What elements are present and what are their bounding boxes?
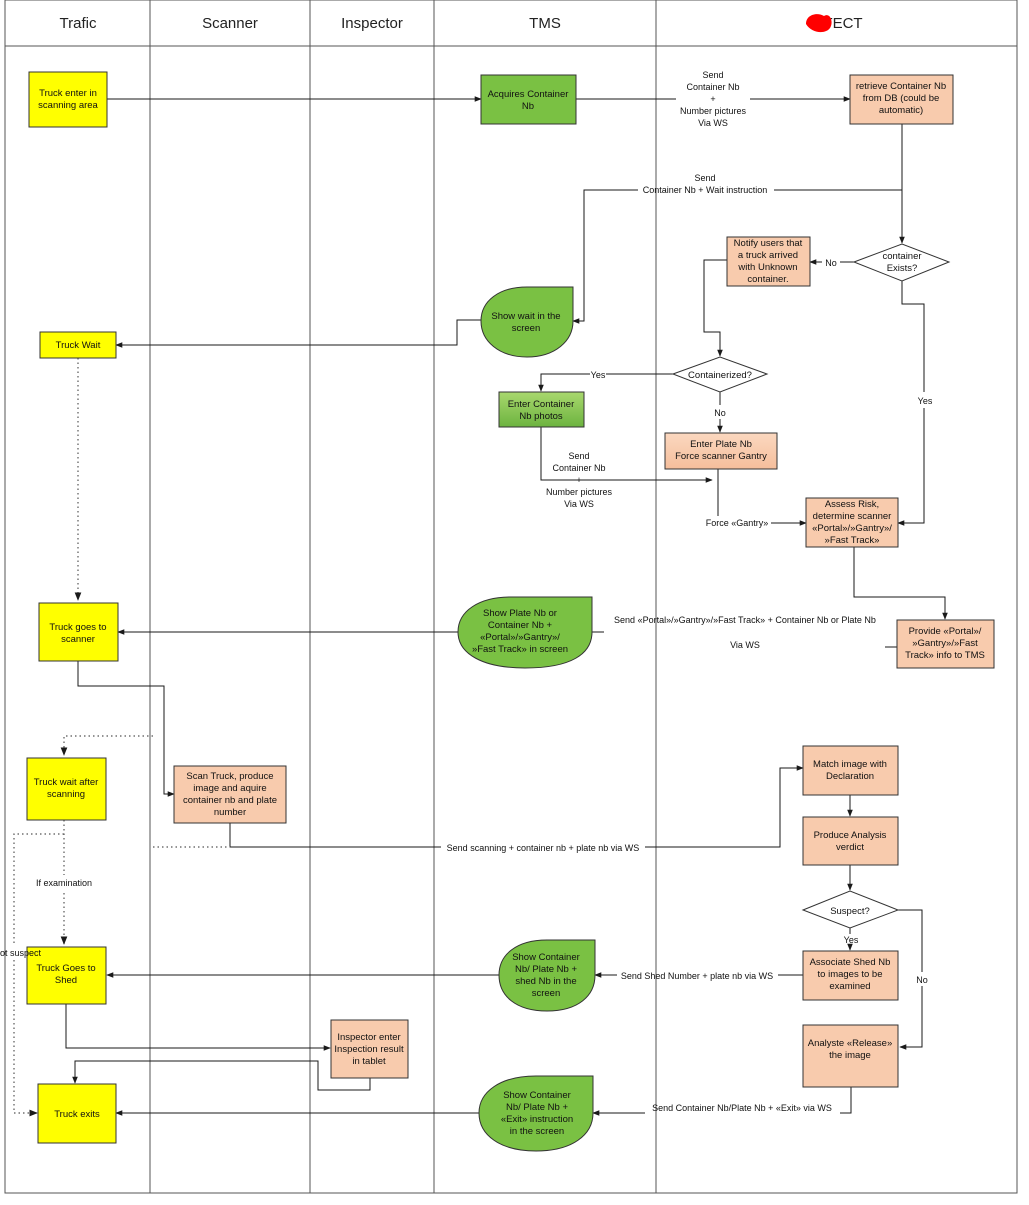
node-scan-truck (173, 765, 287, 824)
edge-label-no2: No (714, 408, 726, 418)
lane-frame (4, 0, 1018, 1194)
node-provide (896, 619, 995, 669)
node-truck-exits (37, 1083, 117, 1144)
lane-title-scanner: Scanner (202, 15, 258, 32)
edge-label-send-portal: Send «Portal»/»Gantry»/»Fast Track» + Co… (614, 615, 876, 625)
node-associate (802, 950, 899, 1001)
edge-label-send-scanning: Send scanning + container nb + plate nb … (447, 843, 640, 853)
lane-title-tect: TECT (823, 15, 862, 32)
node-enter-container (498, 391, 585, 428)
node-containerized (671, 356, 769, 393)
node-truck-wait-after (26, 757, 107, 821)
label-suspect: Suspect? (830, 906, 870, 917)
label-truck-wait: Truck Wait (56, 340, 101, 351)
node-suspect (801, 890, 900, 929)
node-show-container-exit (478, 1075, 594, 1152)
edge-label-no1: No (825, 258, 837, 268)
node-retrieve (849, 74, 954, 125)
label-containerized: Containerized? (688, 370, 752, 381)
node-show-wait (480, 286, 574, 358)
lane-title-trafic: Trafic (60, 15, 97, 32)
edge-label-yes3: Yes (844, 935, 859, 945)
node-truck-goes-shed (26, 946, 107, 1005)
connectors (65, 96, 948, 1116)
node-show-plate (457, 596, 593, 669)
node-truck-enter (28, 71, 108, 128)
label-analyste: Analyste «Release»the image (808, 1038, 893, 1061)
edge-label-via-ws: Via WS (730, 640, 760, 650)
edge-label-yes1: Yes (918, 396, 933, 406)
node-enter-plate (664, 432, 778, 470)
node-acquire (480, 74, 577, 125)
node-inspector-enter (330, 1019, 409, 1079)
node-assess (805, 497, 899, 548)
node-truck-goes-scanner (38, 602, 119, 662)
node-analyste (802, 1024, 899, 1088)
edge-label-force-gantry: Force «Gantry» (706, 518, 769, 528)
redaction-mark (806, 14, 832, 33)
node-container-exists (852, 243, 951, 282)
node-notify (726, 236, 811, 287)
dotted-connectors (13, 358, 230, 1117)
edge-label-no3: No (916, 975, 928, 985)
lane-title-tms: TMS (529, 15, 561, 32)
lane-title-inspector: Inspector (341, 15, 403, 32)
edge-label-not-suspect: ot suspect (0, 948, 42, 958)
node-produce (802, 816, 899, 866)
edge-label-if-exam: If examination (36, 878, 92, 888)
label-assess: Assess Risk,determine scanner«Portal»/»G… (812, 499, 892, 546)
node-truck-wait (39, 331, 117, 359)
node-show-container-shed (498, 939, 596, 1012)
node-match (802, 745, 899, 796)
edge-label-send-exit: Send Container Nb/Plate Nb + «Exit» via … (652, 1103, 832, 1113)
edge-label-send-shed: Send Shed Number + plate nb via WS (621, 971, 773, 981)
label-truck-exits: Truck exits (54, 1109, 100, 1120)
edge-label-yes2: Yes (591, 370, 606, 380)
